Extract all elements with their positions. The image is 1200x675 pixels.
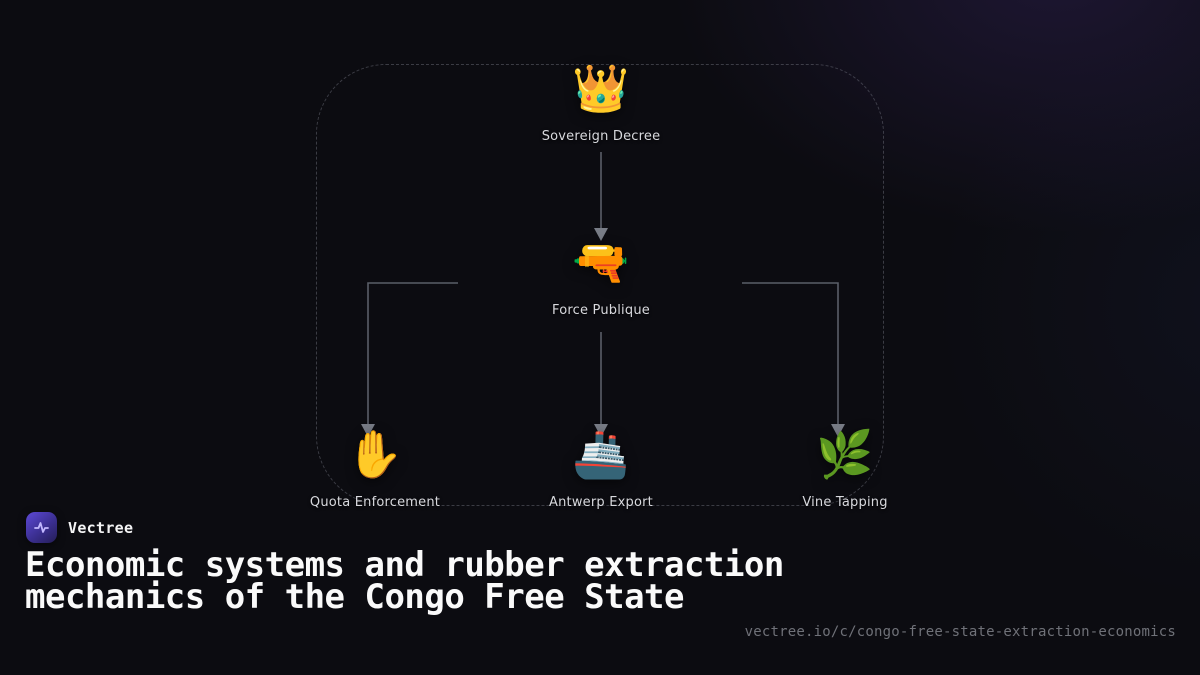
node-vine-tapping: 🌿 Vine Tapping: [735, 424, 955, 510]
node-sovereign-decree: 👑 Sovereign Decree: [491, 58, 711, 144]
diagram-dashed-frame: [316, 64, 884, 506]
node-label: Quota Enforcement: [309, 495, 441, 510]
brand: Vectree: [26, 512, 133, 543]
crown-icon: 👑: [572, 61, 630, 115]
node-label: Vine Tapping: [802, 495, 888, 510]
page-title: Economic systems and rubber extraction m…: [25, 545, 784, 617]
vectree-logo: [26, 512, 57, 543]
node-label: Sovereign Decree: [541, 129, 661, 144]
node-quota-enforcement: ✋ Quota Enforcement: [265, 424, 485, 510]
node-antwerp-export: 🚢 Antwerp Export: [491, 424, 711, 510]
brand-name: Vectree: [68, 518, 134, 537]
node-label: Force Publique: [552, 303, 650, 318]
herb-icon: 🌿: [816, 427, 874, 481]
page-url: vectree.io/c/congo-free-state-extraction…: [744, 624, 1176, 640]
node-force-publique: 🔫 Force Publique: [491, 232, 711, 318]
water-pistol-icon: 🔫: [572, 235, 630, 289]
pulse-icon: [34, 522, 49, 533]
ship-icon: 🚢: [572, 427, 630, 481]
raised-hand-icon: ✋: [346, 427, 404, 481]
node-label: Antwerp Export: [549, 495, 653, 510]
